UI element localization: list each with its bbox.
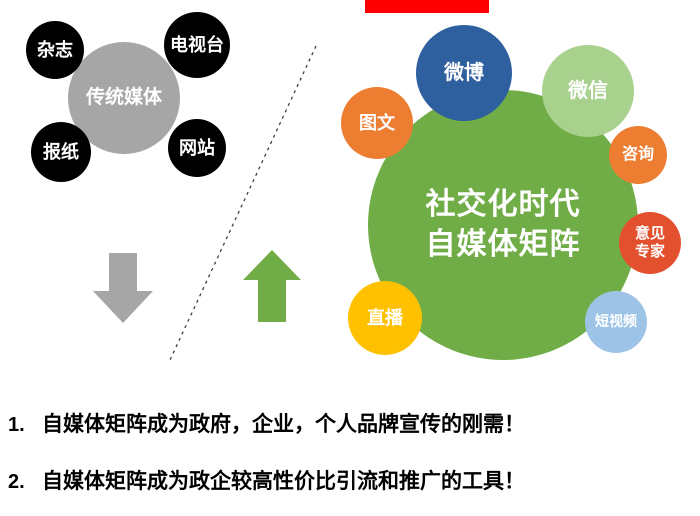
- bullet-1-text: 自媒体矩阵成为政府，企业，个人品牌宣传的刚需！: [42, 413, 525, 436]
- image-text-label: 图文: [359, 112, 395, 133]
- traditional-media-circle: 传统媒体: [68, 42, 180, 154]
- top-red-bar: [365, 0, 489, 13]
- bullet-item-1: 1. 自媒体矩阵成为政府，企业，个人品牌宣传的刚需！: [8, 408, 694, 438]
- bullet-2-text: 自媒体矩阵成为政企较高性价比引流和推广的工具！: [42, 470, 525, 493]
- short-video-circle: 短视频: [585, 291, 647, 353]
- up-arrow-icon: [243, 250, 301, 322]
- consulting-circle: 咨询: [609, 126, 667, 184]
- newspaper-label: 报纸: [43, 141, 79, 162]
- self-media-matrix-label-line1: 社交化时代: [425, 187, 581, 221]
- newspaper-circle: 报纸: [31, 122, 91, 182]
- bullet-item-2: 2. 自媒体矩阵成为政企较高性价比引流和推广的工具！: [8, 465, 694, 495]
- opinion-expert-label-line1: 意见: [634, 225, 665, 242]
- website-circle: 网站: [168, 119, 226, 177]
- live-stream-circle: 直播: [348, 281, 422, 355]
- weibo-label: 微博: [444, 61, 484, 84]
- wechat-label: 微信: [568, 79, 608, 102]
- bullet-list: 1. 自媒体矩阵成为政府，企业，个人品牌宣传的刚需！ 2. 自媒体矩阵成为政企较…: [8, 408, 694, 516]
- bullet-1-number: 1.: [8, 414, 25, 436]
- traditional-media-label: 传统媒体: [85, 87, 162, 109]
- weibo-circle: 微博: [416, 25, 512, 121]
- down-arrow-icon: [93, 253, 153, 323]
- self-media-matrix-label-line2: 自媒体矩阵: [425, 228, 581, 261]
- image-text-circle: 图文: [341, 87, 413, 159]
- bullet-2-number: 2.: [8, 471, 25, 493]
- magazine-label: 杂志: [37, 39, 73, 60]
- opinion-expert-label-line2: 专家: [634, 243, 665, 260]
- website-label: 网站: [179, 137, 215, 158]
- magazine-circle: 杂志: [26, 21, 84, 79]
- short-video-label: 短视频: [595, 313, 637, 330]
- tv-station-label: 电视台: [170, 34, 224, 55]
- opinion-expert-circle: 意见 专家: [619, 212, 681, 274]
- wechat-circle: 微信: [542, 45, 634, 137]
- live-stream-label: 直播: [367, 307, 403, 328]
- consulting-label: 咨询: [621, 146, 654, 163]
- tv-station-circle: 电视台: [164, 12, 230, 78]
